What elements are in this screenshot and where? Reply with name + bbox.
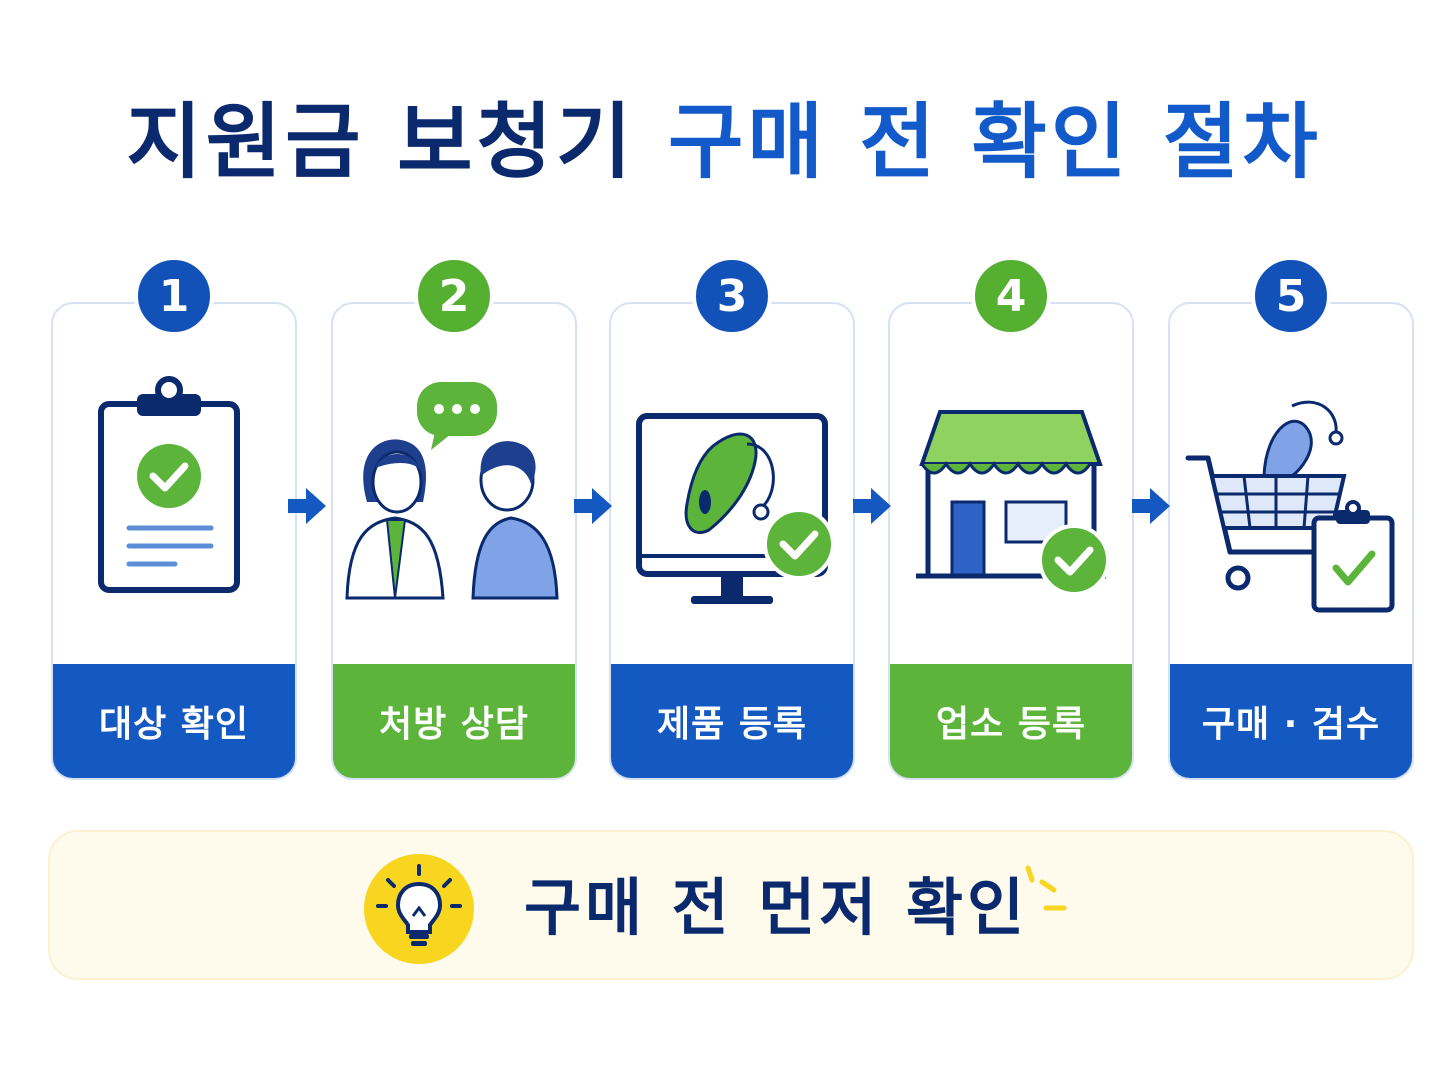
step-card: 구매 · 검수 xyxy=(1168,302,1414,780)
arrow-right-icon xyxy=(853,488,891,524)
step-5: 구매 · 검수 5 xyxy=(1168,256,1414,780)
step-2: 처방 상담 2 xyxy=(331,256,577,780)
store-icon xyxy=(916,410,1110,596)
tip-banner: 구매 전 먼저 확인 xyxy=(48,830,1414,980)
title-part-2: 구매 전 확인 절차 xyxy=(668,95,1322,190)
step-number-badge: 2 xyxy=(414,256,494,336)
step-number-badge: 1 xyxy=(134,256,214,336)
page-title: 지원금 보청기 구매 전 확인 절차 xyxy=(0,88,1448,198)
step-1: 대상 확인 1 xyxy=(51,256,297,780)
consultation-icon xyxy=(345,382,559,600)
arrow-right-icon xyxy=(574,488,612,524)
lightbulb-icon-wrapper xyxy=(364,854,474,964)
sparkle-icon xyxy=(1025,865,1067,911)
step-label: 구매 · 검수 xyxy=(1170,664,1412,778)
cart-hearing-aid-icon xyxy=(1185,400,1395,613)
step-label: 대상 확인 xyxy=(53,664,295,778)
step-3: 제품 등록 3 xyxy=(609,256,855,780)
arrow-right-icon xyxy=(1132,488,1170,524)
step-label: 처방 상담 xyxy=(333,664,575,778)
title-part-1: 지원금 보청기 xyxy=(126,95,636,190)
monitor-hearing-aid-icon xyxy=(636,413,835,604)
step-4: 업소 등록 4 xyxy=(888,256,1134,780)
step-number-badge: 5 xyxy=(1251,256,1331,336)
arrow-right-icon xyxy=(288,488,326,524)
step-number-badge: 4 xyxy=(971,256,1051,336)
step-label: 제품 등록 xyxy=(611,664,853,778)
clipboard-check-icon xyxy=(98,376,240,593)
banner-text: 구매 전 먼저 확인 xyxy=(524,871,1029,944)
lightbulb-icon xyxy=(376,864,462,946)
step-number-badge: 3 xyxy=(692,256,772,336)
step-label: 업소 등록 xyxy=(890,664,1132,778)
